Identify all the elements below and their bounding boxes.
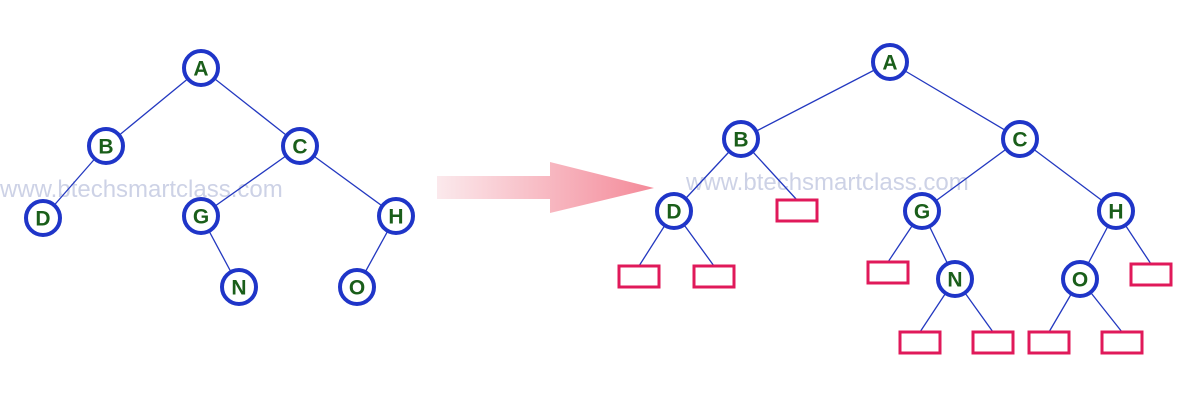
extended-node-label-d: D <box>666 201 681 224</box>
extended-null-box-d-right <box>692 264 736 289</box>
extended-node-a: A <box>871 43 909 81</box>
extended-node-d: D <box>655 192 693 230</box>
original-node-label-c: C <box>292 136 307 159</box>
extended-node-label-o: O <box>1072 269 1088 292</box>
extended-node-circle-n <box>936 260 974 298</box>
extended-node-label-b: B <box>733 129 748 152</box>
extended-node-circle-h <box>1097 192 1135 230</box>
original-node-b: B <box>87 127 125 165</box>
original-node-circle-h <box>377 197 415 235</box>
original-node-c: C <box>281 127 319 165</box>
extended-edge-a-c <box>889 61 1021 140</box>
extended-node-circle-b <box>722 120 760 158</box>
extended-edge-c-g <box>921 138 1021 212</box>
original-node-circle-g <box>182 197 220 235</box>
extended-null-box-n-right <box>971 330 1015 355</box>
original-node-o: O <box>338 268 376 306</box>
original-edge-c-g <box>200 145 301 217</box>
extended-node-label-g: G <box>914 201 930 224</box>
extended-node-circle-g <box>903 192 941 230</box>
original-edge-a-c <box>200 67 301 147</box>
extended-node-label-h: H <box>1108 201 1123 224</box>
extended-node-h: H <box>1097 192 1135 230</box>
original-node-d: D <box>24 199 62 237</box>
extended-node-circle-c <box>1001 120 1039 158</box>
extended-null-box-b-right <box>775 198 819 223</box>
original-node-circle-n <box>220 268 258 306</box>
extended-null-box-h-right <box>1129 262 1173 287</box>
extended-edge-c-h <box>1019 138 1117 212</box>
extended-edge-a-b <box>740 61 891 140</box>
extended-null-box-g-left <box>866 260 910 285</box>
original-node-label-o: O <box>349 277 365 300</box>
original-node-circle-d <box>24 199 62 237</box>
original-node-g: G <box>182 197 220 235</box>
extended-node-g: G <box>903 192 941 230</box>
original-node-n: N <box>220 268 258 306</box>
extended-node-label-n: N <box>947 269 962 292</box>
extended-node-n: N <box>936 260 974 298</box>
original-node-h: H <box>377 197 415 235</box>
extended-node-label-c: C <box>1012 129 1027 152</box>
extended-null-box-o-right <box>1100 330 1144 355</box>
extended-tree: A B C D G H N O <box>617 43 1173 355</box>
original-node-circle-b <box>87 127 125 165</box>
original-node-label-d: D <box>35 208 50 231</box>
extended-null-box-d-left <box>617 264 661 289</box>
extended-node-b: B <box>722 120 760 158</box>
original-node-label-a: A <box>193 58 208 81</box>
watermark-right: www.btechsmartclass.com <box>685 169 969 196</box>
original-node-label-b: B <box>98 136 113 159</box>
extended-null-box-n-left <box>898 330 942 355</box>
original-tree: A B C D G H N O <box>24 49 415 306</box>
original-edge-c-h <box>299 145 397 217</box>
watermark-left: www.btechsmartclass.com <box>0 176 283 203</box>
original-node-circle-o <box>338 268 376 306</box>
original-node-circle-a <box>182 49 220 87</box>
extended-node-label-a: A <box>882 52 897 75</box>
original-node-a: A <box>182 49 220 87</box>
transform-arrow <box>437 162 654 213</box>
extended-node-circle-o <box>1061 260 1099 298</box>
original-node-circle-c <box>281 127 319 165</box>
extended-node-circle-a <box>871 43 909 81</box>
original-node-label-n: N <box>231 277 246 300</box>
original-node-label-g: G <box>193 206 209 229</box>
original-node-label-h: H <box>388 206 403 229</box>
extended-node-o: O <box>1061 260 1099 298</box>
extended-node-c: C <box>1001 120 1039 158</box>
original-edge-a-b <box>105 67 202 147</box>
extended-null-box-o-left <box>1027 330 1071 355</box>
extended-node-circle-d <box>655 192 693 230</box>
